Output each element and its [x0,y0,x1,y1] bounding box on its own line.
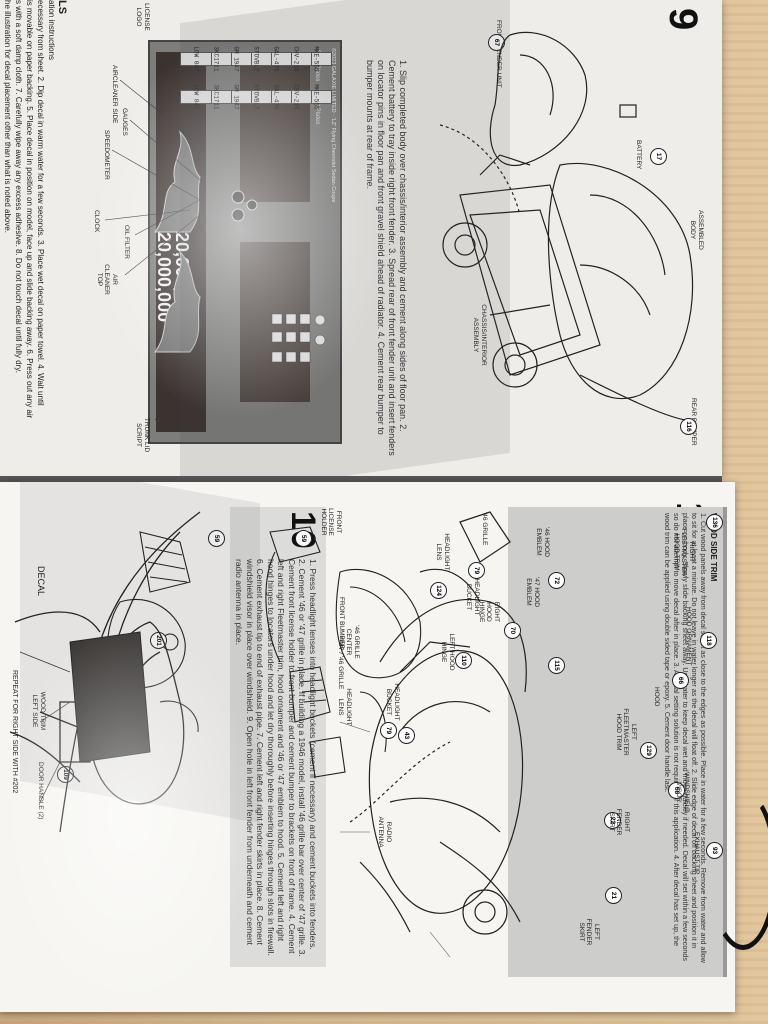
label-46-emblem: '46 HOOD EMBLEM [535,527,551,557]
part-callout: 110 [455,652,472,669]
part-callout: 124 [430,582,447,599]
part-callout: 115 [548,657,565,674]
part-callout: 129 [640,742,657,759]
part-callout: 72 [548,572,565,589]
part-callout: 66 [672,672,689,689]
label-hood-ornament: HOOD ORNAMENT [685,607,692,666]
car-front-assembly-illustration [340,511,527,958]
instruction-page-step-10: 10 10 1. Press headlight lenses into hea… [0,482,735,1012]
part-callout: 21 [605,887,622,904]
label-windshield-visor: WINDSHIELD VISOR [675,772,691,813]
decal-instruction-line: he illustration for decal placement othe… [3,0,12,234]
label-repeat-right-side: REPEAT FOR RIGHT SIDE WITH #202 [11,670,18,794]
decal-instruction-line: s with a soft damp cloth. 7. Carefully w… [14,0,23,373]
label-headlight-lens: HEADLIGHT LENS [435,533,451,571]
part-callout: 70 [504,622,521,639]
part-callout: 22 [604,812,621,829]
label-headlight-lens-2: HEADLIGHT LENS [337,688,353,726]
car-assembly-illustration [439,31,694,421]
part-callout: 79 [468,562,485,579]
part-callout: 59 [295,530,312,547]
label-left-fleetmaster: LEFT FLEETMASTER HOOD TRIM [615,708,637,756]
label-right-hood-hinge: RIGHT HOOD HINGE [478,601,500,623]
label-left-fender-skirt: LEFT FENDER SKIRT [578,918,600,946]
decal-instruction-line: ation instructions [47,0,56,61]
part-callout: 68 [668,782,685,799]
part-callout: 43 [398,727,415,744]
label-door-handle: DOOR HANDLE (2) [37,762,44,820]
black-cable [708,790,768,950]
label-right-fleetmaster: RIGHT FLEETMASTER HOOD TRIM [673,528,695,576]
instruction-page-step-9: 9 1. Slip completed body over chassis/in… [0,0,722,476]
part-callout: 17 [650,148,667,165]
decals-heading: LS [56,0,68,15]
label-46-grille: '46 GRILLE [481,512,488,546]
wood-trim-decal [69,631,151,763]
label-radio-antenna: RADIO ANTENNA [377,816,393,848]
label-decal: DECAL [36,566,46,597]
label-right-fender-skirt: RIGHT FENDER SKIRT [608,808,630,836]
leader-lines [104,79,201,421]
door-wood-trim-illustration [9,511,201,833]
label-exhaust-tip: EXHAUST TIP [693,832,700,875]
part-callout: 116 [680,418,697,435]
part-callout: 118 [700,632,717,649]
part-callout: 67 [488,34,505,51]
label-front-license-holder: FRONT LICENSE HOLDER [320,508,342,536]
label-left-hood-hinge: LEFT HOOD HINGE [440,633,456,671]
label-front-bumper: FRONT BUMPER [338,597,345,649]
part-callout: 136 [706,514,723,531]
label-47-emblem: '47 HOOD EMBLEM [525,577,541,607]
label-wood-trim-left-side: WOOD TRIM LEFT SIDE [31,691,47,731]
label-hood: HOOD [653,687,660,707]
label-headlight-bucket: HEADLIGHT BUCKET [465,578,481,616]
decal-instruction-line: is movable on paper backing. 5. Place de… [25,0,34,419]
hood-grille-parts-illustration [265,526,422,778]
part-callout: 59 [208,530,225,547]
decal-instruction-line: ecessary from sheet. 2. Dip decal in war… [36,0,45,406]
booklet-spine [0,476,722,484]
label-headlight-bucket-2: HEADLIGHT BUCKET [385,683,401,721]
part-callout: 79 [380,722,397,739]
